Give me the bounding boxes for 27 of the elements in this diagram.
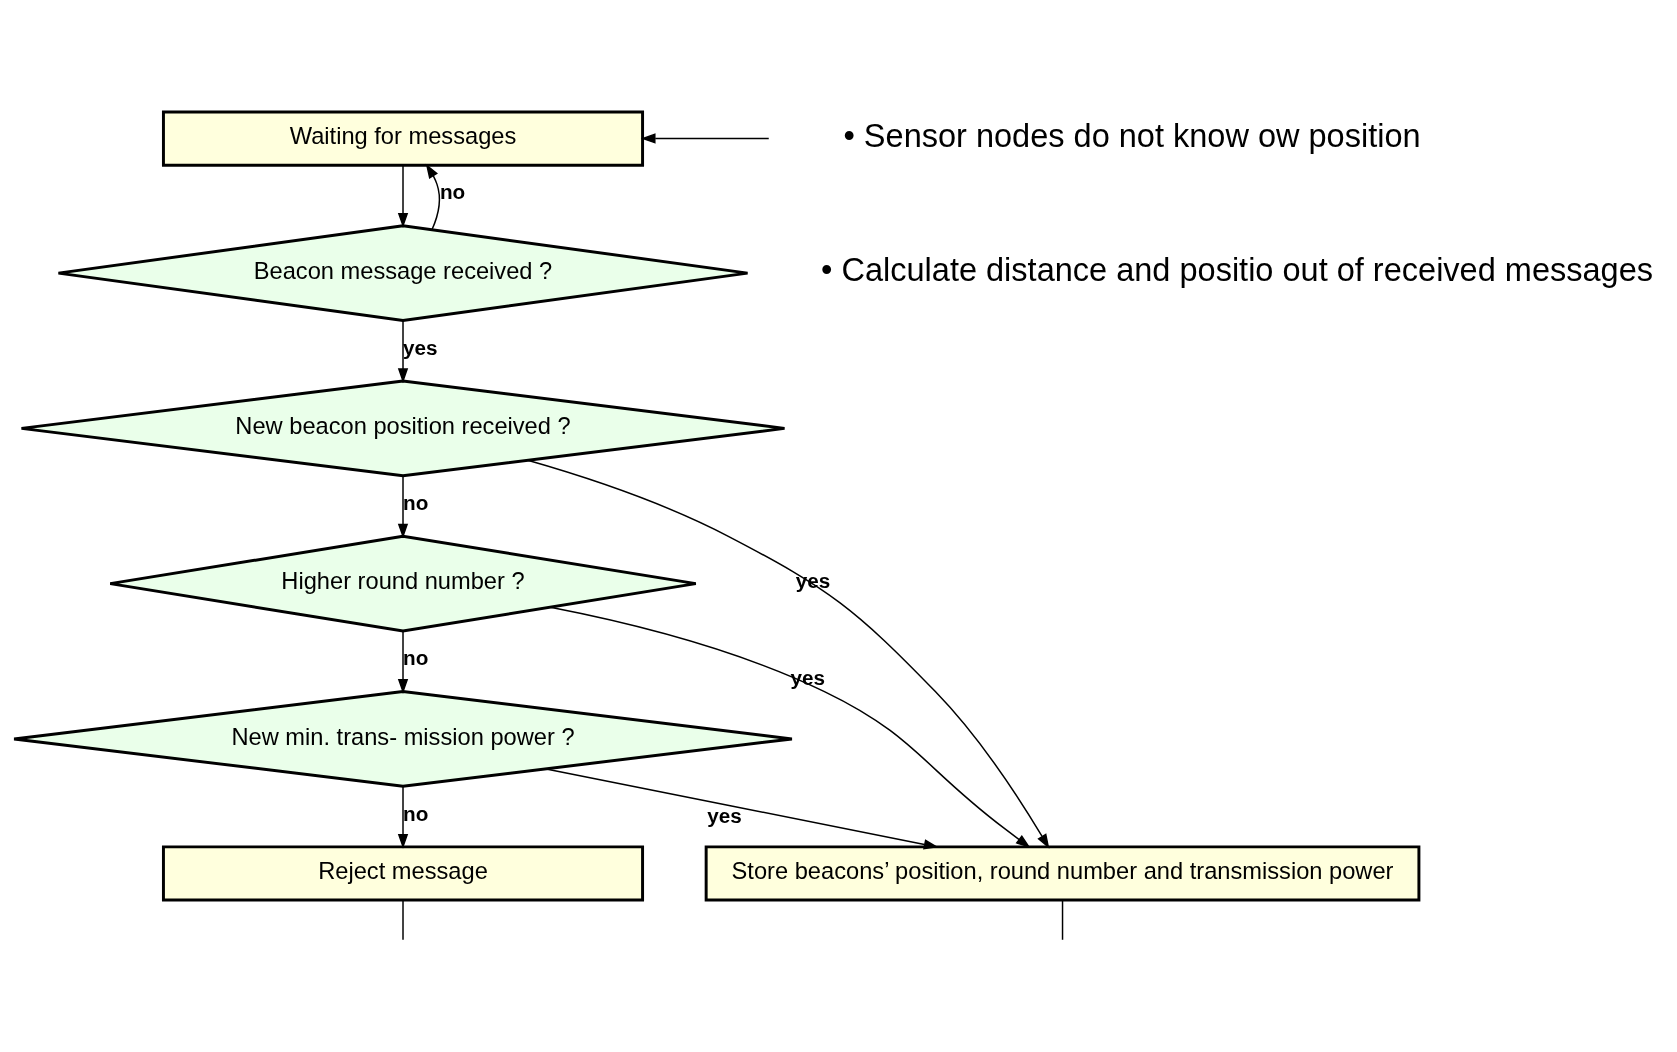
- edge-label: no: [439, 179, 466, 203]
- arrow: [549, 606, 1031, 848]
- edge-label: no: [403, 645, 429, 669]
- edge-label: yes: [707, 803, 742, 827]
- arrow: [397, 319, 409, 383]
- node-box: Store beacons’ position, round number and transmission power: [704, 844, 1421, 902]
- node-diamond: Higher round number ?: [108, 534, 698, 632]
- label: • Sensor nodes do not know ow position: [843, 117, 1421, 154]
- node-box: Reject message: [161, 844, 645, 902]
- node-diamond: Beacon message received ?: [56, 223, 750, 322]
- node-diamond: New min. trans- mission power ?: [12, 689, 794, 788]
- arrow: [527, 459, 1050, 849]
- arrow: [397, 164, 409, 228]
- label: • Calculate distance and positio out of received messages: [821, 251, 1654, 288]
- connector: [402, 899, 404, 940]
- arrow: [640, 132, 770, 144]
- edge-label: no: [403, 490, 429, 514]
- node-diamond: New beacon position received ?: [20, 379, 786, 477]
- edge-label: no: [403, 801, 429, 825]
- arrow: [425, 163, 441, 230]
- node-box: Waiting for messages: [161, 109, 645, 167]
- arrow: [545, 767, 939, 849]
- arrow: [397, 474, 409, 538]
- arrow: [397, 630, 409, 694]
- arrow: [397, 785, 409, 849]
- connector: [1061, 899, 1064, 940]
- edge-label: yes: [790, 665, 825, 689]
